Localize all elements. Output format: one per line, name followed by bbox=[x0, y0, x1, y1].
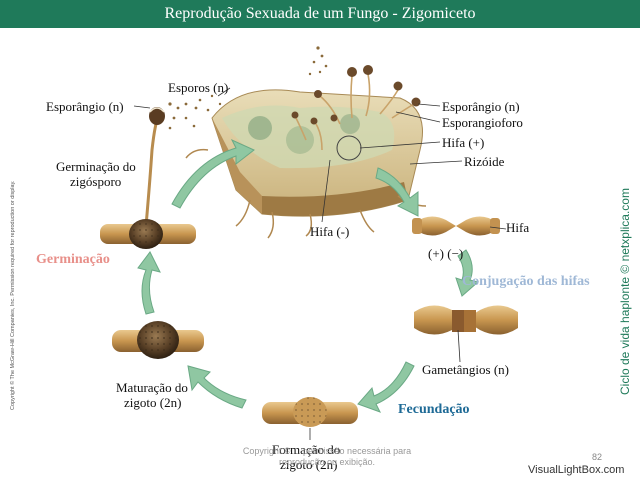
label-esporos: Esporos (n) bbox=[168, 80, 229, 95]
sporangium-left bbox=[144, 107, 165, 227]
stage-conjugacao: Conjugação das hifas bbox=[462, 274, 590, 289]
label-rizoide: Rizóide bbox=[464, 154, 505, 169]
copyright-notice: Copyright © The McGraw-Hill Companies, I… bbox=[10, 180, 16, 410]
label-esporangioforo: Esporangioforo bbox=[442, 115, 523, 130]
sporangiophores bbox=[295, 73, 415, 151]
label-hifa-minus: Hifa (-) bbox=[310, 224, 350, 239]
label-maturacao-line2: zigoto (2n) bbox=[124, 395, 182, 410]
label-germinacao-zigosporo-line1: Germinação do bbox=[56, 159, 136, 174]
maturing-zygote bbox=[112, 321, 204, 359]
label-formacao-line1: Formação do bbox=[272, 442, 341, 457]
side-caption: Ciclo de vida haplonte © netxplica.com bbox=[618, 188, 632, 395]
floating-spores bbox=[308, 46, 328, 76]
site-credit: VisualLightBox.com bbox=[528, 464, 625, 476]
forming-zygote bbox=[262, 397, 358, 427]
label-maturacao-line1: Maturação do bbox=[116, 380, 188, 395]
conjugating-hyphae bbox=[412, 216, 500, 236]
sporangia bbox=[291, 65, 421, 125]
label-hifa: Hifa bbox=[506, 220, 530, 235]
page-number: 82 bbox=[592, 452, 603, 462]
stage-germinacao: Germinação bbox=[36, 252, 110, 267]
released-spores bbox=[168, 94, 222, 130]
label-esporangio-right: Esporângio (n) bbox=[442, 99, 520, 114]
label-esporangio-left: Esporângio (n) bbox=[46, 99, 124, 114]
germinating-zygospore bbox=[100, 219, 196, 249]
leader-lines bbox=[133, 87, 507, 440]
bread-illustration bbox=[211, 89, 423, 217]
page-title: Reprodução Sexuada de um Fungo - Zigomic… bbox=[164, 5, 476, 22]
label-formacao-line2: zigoto (2n) bbox=[280, 457, 338, 472]
label-mating-signs: (+) (−) bbox=[428, 246, 464, 261]
label-gametangios: Gametângios (n) bbox=[422, 362, 510, 377]
label-germinacao-zigosporo-line2: zigósporo bbox=[70, 174, 122, 189]
watermark-text: Copyright © ... permissão necessária par… bbox=[242, 446, 412, 467]
label-hifa-plus: Hifa (+) bbox=[442, 135, 485, 150]
stage-fecundacao: Fecundação bbox=[398, 402, 470, 417]
cycle-arrows bbox=[137, 138, 480, 413]
page-title-bar: Reprodução Sexuada de um Fungo - Zigomic… bbox=[0, 0, 640, 28]
gametangia bbox=[414, 305, 518, 335]
